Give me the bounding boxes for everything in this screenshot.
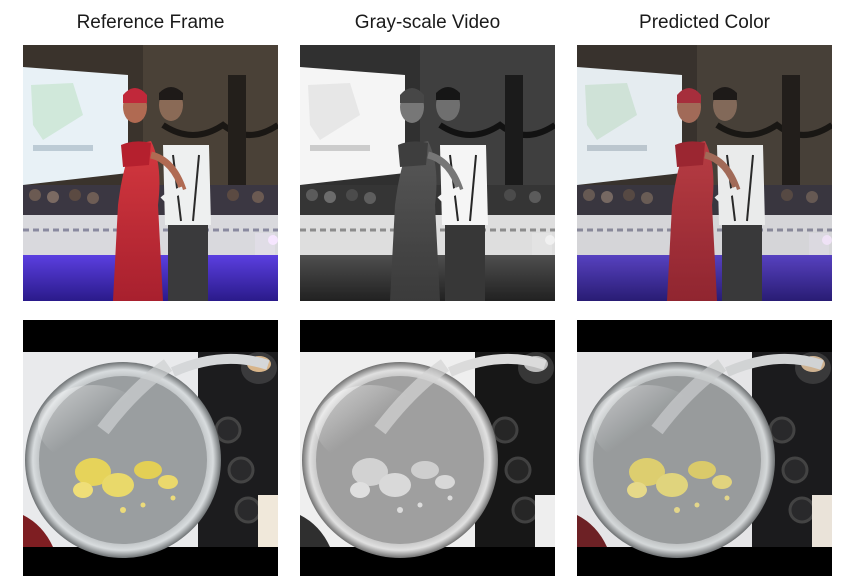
predicted-frame-dance	[577, 45, 832, 301]
cooking-scene-image	[577, 320, 832, 576]
dance-scene-image	[577, 45, 832, 301]
reference-frame-dance	[23, 45, 278, 301]
grayscale-frame-dance	[300, 45, 555, 301]
reference-frame-cooking	[23, 320, 278, 576]
column-title-predicted-color: Predicted Color	[639, 12, 770, 33]
cooking-scene-image	[23, 320, 278, 576]
dance-scene-image	[23, 45, 278, 301]
column-title-reference-frame: Reference Frame	[76, 12, 225, 33]
column-title-gray-scale-video: Gray-scale Video	[354, 12, 501, 33]
dance-scene-image	[300, 45, 555, 301]
grayscale-frame-cooking	[300, 320, 555, 576]
cooking-scene-image	[300, 320, 555, 576]
predicted-frame-cooking	[577, 320, 832, 576]
